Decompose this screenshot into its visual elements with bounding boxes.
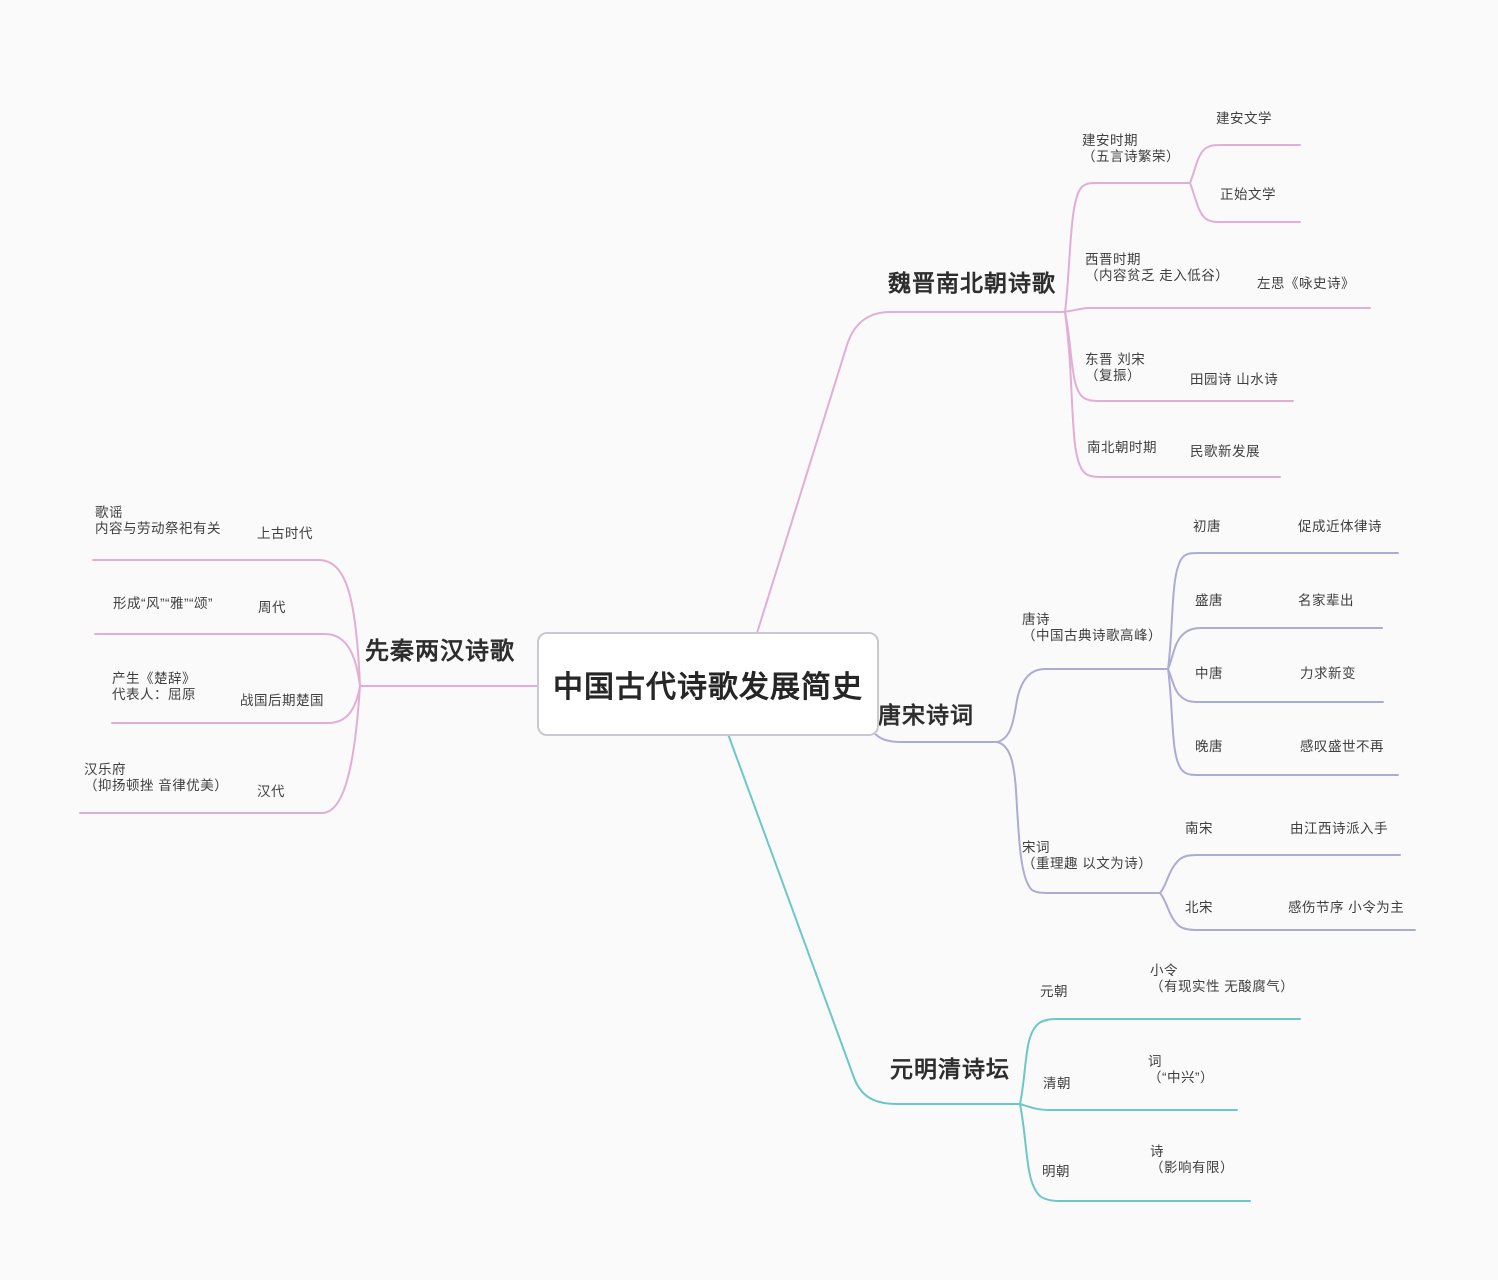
node-qingchao-note[interactable]: 词 （“中兴”）: [1148, 1054, 1214, 1085]
node-zhongtang-note[interactable]: 力求新变: [1300, 666, 1356, 681]
branch-lines-yuan-ming-qing: [727, 733, 1301, 1202]
node-hanyuefu-era[interactable]: 汉代: [257, 784, 285, 799]
node-yuanchao-note[interactable]: 小令 （有现实性 无酸腐气）: [1150, 963, 1295, 994]
node-beisong-note[interactable]: 感伤节序 小令为主: [1288, 900, 1405, 915]
node-fengyasong-era[interactable]: 周代: [258, 600, 286, 615]
node-nanbeichao-minge[interactable]: 民歌新发展: [1190, 444, 1260, 459]
node-zhongtang[interactable]: 中唐: [1195, 666, 1223, 681]
node-shengtang[interactable]: 盛唐: [1195, 593, 1223, 608]
node-geyao-desc[interactable]: 歌谣 内容与劳动祭祀有关: [95, 505, 221, 536]
node-beisong[interactable]: 北宋: [1185, 900, 1213, 915]
node-shengtang-note[interactable]: 名家辈出: [1298, 593, 1354, 608]
node-yuanchao[interactable]: 元朝: [1040, 984, 1068, 999]
node-mingchao-note[interactable]: 诗 （影响有限）: [1150, 1144, 1234, 1175]
node-mingchao[interactable]: 明朝: [1042, 1164, 1070, 1179]
node-qingchao[interactable]: 清朝: [1043, 1076, 1071, 1091]
node-xijin-desc[interactable]: 西晋时期 （内容贫乏 走入低谷）: [1085, 252, 1230, 283]
node-dongjin-shi[interactable]: 田园诗 山水诗: [1190, 372, 1279, 387]
node-chuci-era[interactable]: 战国后期楚国: [240, 693, 324, 708]
branch-label-wei-jin[interactable]: 魏晋南北朝诗歌: [888, 270, 1056, 296]
node-jianan-wenxue[interactable]: 建安文学: [1216, 111, 1272, 126]
branch-label-tang-song[interactable]: 唐宋诗词: [878, 702, 974, 728]
node-wantang[interactable]: 晚唐: [1195, 739, 1223, 754]
branch-label-yuan-ming-qing[interactable]: 元明清诗坛: [890, 1056, 1010, 1082]
node-wantang-note[interactable]: 感叹盛世不再: [1300, 739, 1384, 754]
node-nanbeichao-desc[interactable]: 南北朝时期: [1087, 440, 1157, 455]
node-xijin-zuosi[interactable]: 左思《咏史诗》: [1257, 276, 1355, 291]
branch-lines-wei-jin: [756, 144, 1371, 634]
node-hanyuefu-desc[interactable]: 汉乐府 （抑扬顿挫 音律优美）: [84, 762, 229, 793]
node-chutang-note[interactable]: 促成近体律诗: [1298, 519, 1382, 534]
node-chutang[interactable]: 初唐: [1193, 519, 1221, 534]
node-chuci-desc[interactable]: 产生《楚辞》 代表人：屈原: [112, 671, 196, 702]
node-nansong-note[interactable]: 由江西诗派入手: [1290, 821, 1388, 836]
branch-lines-tang-song: [867, 552, 1416, 931]
branch-lines-pre-qin-han: [79, 559, 541, 814]
node-jianan-desc[interactable]: 建安时期 （五言诗繁荣）: [1082, 133, 1180, 164]
node-geyao-era[interactable]: 上古时代: [257, 526, 313, 541]
node-nansong[interactable]: 南宋: [1185, 821, 1213, 836]
central-topic[interactable]: 中国古代诗歌发展简史: [537, 632, 879, 736]
node-songci-desc[interactable]: 宋词 （重理趣 以文为诗）: [1022, 840, 1153, 871]
node-dongjin-desc[interactable]: 东晋 刘宋 （复振）: [1085, 352, 1146, 383]
node-zhengshi-wenxue[interactable]: 正始文学: [1220, 187, 1276, 202]
node-fengyasong-desc[interactable]: 形成“风”“雅”“颂”: [113, 596, 213, 611]
branch-label-pre-qin-han[interactable]: 先秦两汉诗歌: [365, 638, 515, 665]
node-tangshi-desc[interactable]: 唐诗 （中国古典诗歌高峰）: [1022, 612, 1162, 643]
